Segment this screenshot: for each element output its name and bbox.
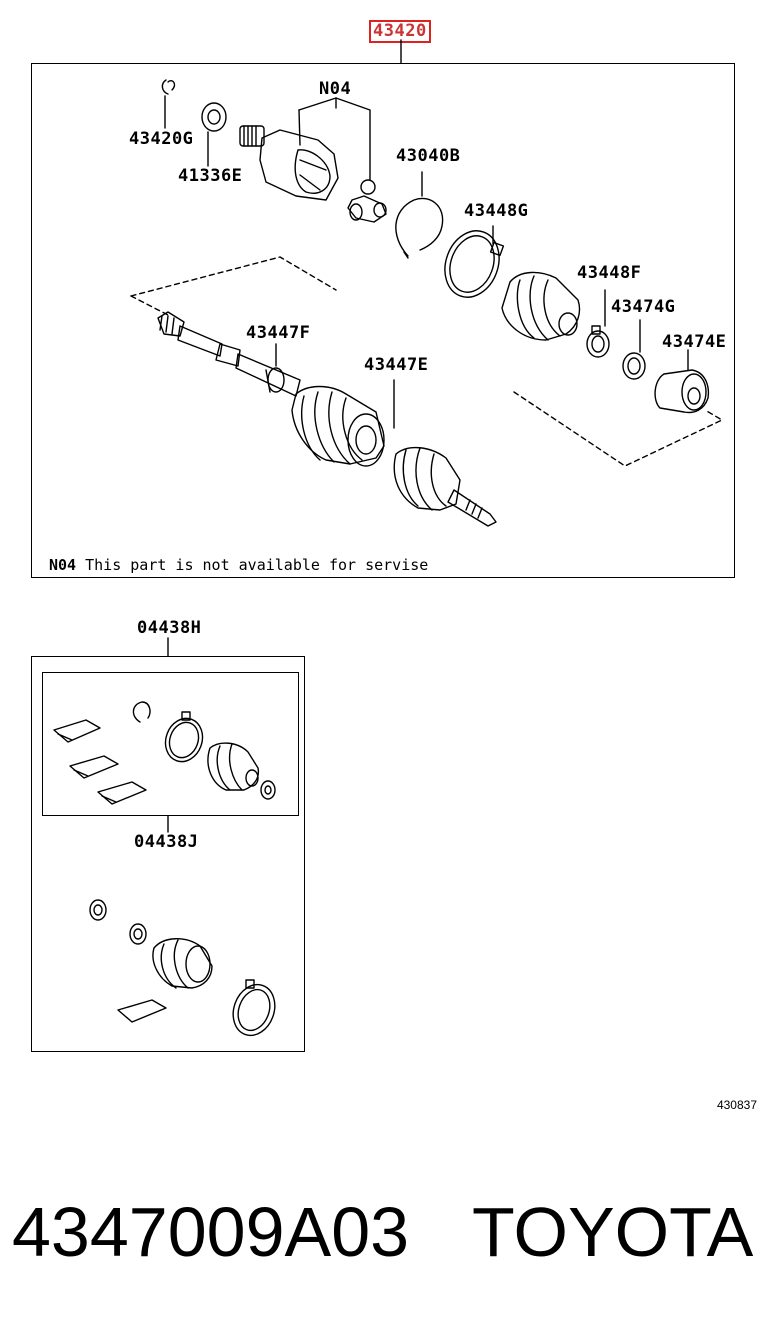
label-43448f[interactable]: 43448F [577, 263, 642, 283]
label-43474e[interactable]: 43474E [662, 332, 727, 352]
part-number: 4347009A03 [12, 1193, 410, 1271]
kit-h-clamp-small [260, 780, 276, 800]
boot-kit-inner-frame [42, 672, 299, 816]
label-04438j[interactable]: 04438J [134, 832, 199, 852]
damper-43474e [654, 369, 710, 414]
inboard-boot [501, 271, 581, 341]
note-text: This part is not available for servise [85, 556, 429, 574]
dashed-guide-left-lower [130, 295, 171, 317]
kit-j-grease-pack [117, 999, 167, 1023]
dashed-guide-left [130, 256, 337, 297]
kit-h-grease-packs [53, 719, 147, 805]
kit-h-clamp-large [164, 717, 204, 763]
outboard-joint [393, 447, 497, 527]
boot-clamp-43474g [622, 352, 646, 380]
n04-leader [298, 97, 371, 181]
dust-seal-41336e [201, 102, 227, 132]
boot-clamp-43448g [444, 230, 500, 298]
label-43448g[interactable]: 43448G [464, 201, 529, 221]
boot-clamp-43448f [586, 330, 610, 358]
diagram-code: 430837 [716, 1098, 757, 1112]
inboard-joint-housing [239, 125, 339, 201]
header-part-number[interactable]: 43420 [369, 20, 431, 43]
label-43447e[interactable]: 43447E [364, 355, 429, 375]
kit-j-boot [152, 938, 213, 989]
kit-j-clamp-a [89, 899, 107, 921]
brand-name: TOYOTA [472, 1193, 754, 1271]
label-43040b[interactable]: 43040B [396, 146, 461, 166]
label-43420g[interactable]: 43420G [129, 129, 194, 149]
kit-h-snap-ring [132, 701, 151, 723]
kit-j-clamp-b [129, 923, 147, 945]
upper-assembly-frame [31, 63, 735, 578]
kit-h-boot [207, 742, 260, 791]
note-code: N04 [49, 556, 77, 574]
availability-note: N04 This part is not available for servi… [49, 556, 428, 574]
tripod-joint [347, 179, 387, 223]
label-43447f[interactable]: 43447F [246, 323, 311, 343]
label-n04[interactable]: N04 [319, 79, 352, 99]
snap-ring-43420g [161, 79, 176, 95]
label-43474g[interactable]: 43474G [611, 297, 676, 317]
kit-j-clamp-large [232, 983, 276, 1037]
label-04438h[interactable]: 04438H [137, 618, 202, 638]
outboard-boot [291, 385, 385, 467]
circlip-43040b [395, 197, 444, 257]
label-41336e[interactable]: 41336E [178, 166, 243, 186]
dashed-guide-right [513, 391, 723, 467]
